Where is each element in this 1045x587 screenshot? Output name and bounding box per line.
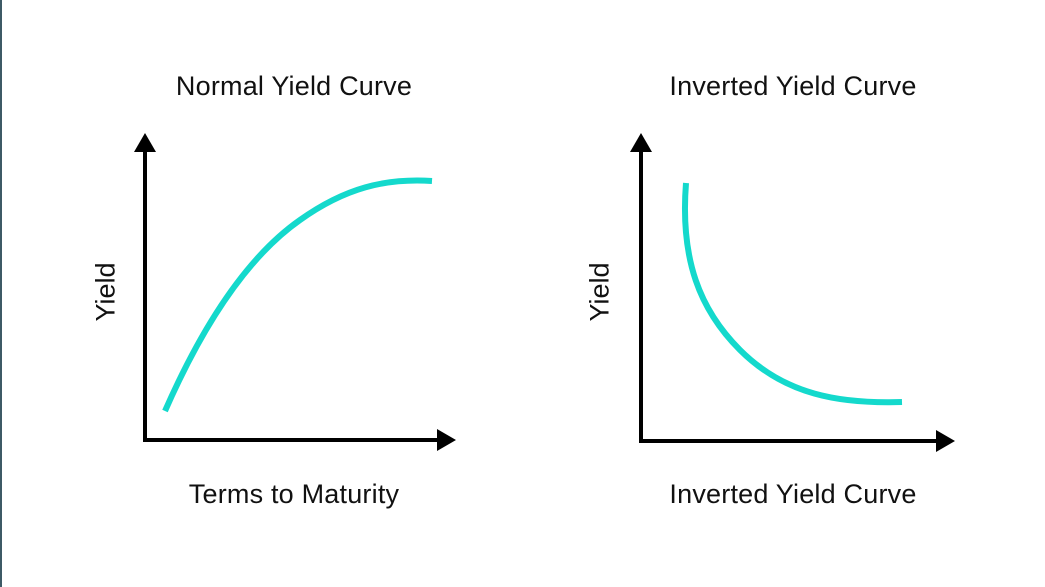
x-axis-arrow-icon	[936, 430, 955, 452]
normal-yield-curve-line	[162, 177, 433, 413]
normal-yield-chart	[134, 133, 456, 451]
x-axis-label-inverted: Inverted Yield Curve	[669, 479, 917, 509]
x-axis-arrow-icon	[437, 429, 456, 451]
inverted-yield-curve-line	[682, 182, 903, 406]
inverted-yield-chart	[630, 133, 955, 452]
left-border	[0, 0, 2, 587]
chart-title-normal: Normal Yield Curve	[175, 71, 413, 101]
x-axis-label-normal: Terms to Maturity	[188, 479, 400, 509]
y-axis-arrow-icon	[134, 133, 156, 152]
y-axis-label-inverted: Yield	[584, 262, 615, 322]
y-axis-label-normal: Yield	[90, 262, 121, 322]
y-axis-arrow-icon	[630, 133, 652, 152]
chart-title-inverted: Inverted Yield Curve	[669, 71, 917, 101]
